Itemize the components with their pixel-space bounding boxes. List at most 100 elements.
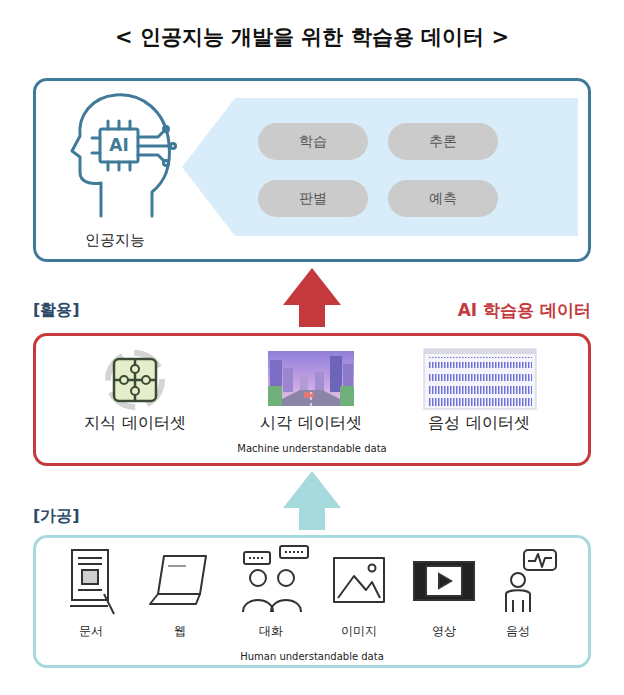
ai-head-icon-part [92, 152, 100, 155]
puzzle-icon-part [142, 376, 150, 384]
voice-person-icon-part [528, 554, 552, 567]
voice-person-icon-part [511, 573, 525, 587]
source-label: 대화 [259, 624, 283, 638]
ai-head-icon-part [129, 162, 132, 170]
function-pill: 추론 [388, 123, 498, 160]
document-icon-part [82, 570, 98, 584]
waveform-image-part [428, 383, 532, 394]
document-icon-part [78, 557, 102, 559]
diagram-title: < 인공지능 개발을 위한 학습용 데이터 > [115, 25, 509, 50]
waveform-image [424, 349, 536, 409]
ai-head-icon-part [107, 162, 110, 170]
puzzle-icon-part [131, 365, 139, 373]
source-label: 이미지 [341, 624, 377, 638]
laptop-icon-part [158, 556, 206, 594]
waveform-image-part [424, 349, 536, 354]
city-image-part [283, 368, 293, 392]
dataset-label: 지식 데이터셋 [84, 413, 185, 432]
source-label: 영상 [432, 624, 456, 638]
ai-head-icon-part [164, 127, 169, 132]
waveform-image-part [428, 396, 532, 407]
ai-head-icon-part [138, 155, 164, 161]
pill-label: 학습 [299, 133, 327, 150]
video-icon [414, 562, 474, 600]
document-icon-part [72, 550, 108, 600]
ai-head-icon-part [107, 121, 110, 129]
ai-head-icon-part [164, 161, 169, 166]
city-image-part [315, 372, 324, 392]
ai-head-icon-part [72, 95, 169, 216]
ai-head-icon [72, 95, 176, 216]
conversation-icon-part [285, 551, 303, 553]
ai-head-icon-part [171, 144, 176, 149]
pill-label: 추론 [429, 133, 457, 150]
data-note: Human understandable data [240, 651, 384, 663]
conversation-icon-part [244, 552, 270, 564]
section-heading: AI 학습용 데이터 [458, 300, 591, 320]
voice-person-icon-part [524, 550, 556, 570]
laptop-icon-part [150, 594, 200, 604]
ai-box: AI 인공지능 학습 추론판별 예측 [33, 78, 591, 262]
puzzle-icon [108, 353, 162, 407]
document-icon-part [104, 594, 114, 614]
ai-head-icon-part [100, 129, 138, 162]
city-image-part [300, 374, 308, 392]
conversation-icon [243, 546, 308, 612]
ai-head-icon-part [138, 131, 164, 137]
source-label: 웹 [174, 624, 186, 638]
laptop-icon [150, 556, 206, 604]
voice-person-icon-part [522, 600, 524, 612]
waveform-image-part [428, 370, 532, 381]
node-label: 인공지능 [85, 231, 145, 249]
conversation-icon-part [271, 600, 301, 612]
ai-head-icon-part [118, 121, 121, 129]
city-image-part [268, 351, 354, 406]
puzzle-icon-part [131, 387, 139, 395]
waveform-image-part [428, 357, 532, 368]
image-icon [334, 558, 384, 602]
image-icon-part [369, 565, 376, 572]
document-icon-part [78, 589, 102, 591]
city-image-part [340, 386, 354, 406]
conversation-icon-part [278, 570, 294, 586]
section-tag: [활용] [33, 300, 80, 319]
laptop-icon-part [168, 565, 186, 567]
video-icon-part [426, 566, 462, 596]
chevron-panel [182, 98, 578, 236]
video-icon-part [414, 562, 474, 600]
conversation-icon-part [249, 557, 265, 559]
ai-head-icon-part [138, 145, 170, 148]
function-pill: 학습 [258, 123, 368, 160]
chip-label: AI [109, 135, 128, 155]
puzzle-icon-part [114, 359, 156, 401]
pill-label: 판별 [299, 190, 327, 207]
block-arrow [283, 268, 341, 327]
data-note: Machine understandable data [237, 443, 386, 455]
ai-head-icon-part [118, 162, 121, 170]
function-pill: 판별 [258, 180, 368, 217]
dataset-label: 시각 데이터셋 [260, 413, 361, 432]
city-image-part [310, 392, 312, 406]
document-icon-part [78, 563, 102, 565]
voice-person-icon-part [506, 590, 530, 612]
function-pill: 예측 [388, 180, 498, 217]
raw-data-box: [가공]문서웹대화이미지영상음성Human understandable dat… [33, 535, 591, 668]
ai-head-icon-part [92, 137, 100, 140]
document-icon [70, 550, 114, 614]
image-icon-part [338, 576, 380, 598]
voice-person-icon-part [512, 600, 514, 612]
pill-label: 예측 [429, 190, 457, 207]
city-image [268, 351, 354, 406]
city-image-part [268, 386, 282, 406]
block-arrow [283, 471, 341, 530]
video-icon-part [439, 574, 451, 588]
source-label: 문서 [79, 624, 103, 638]
training-data-box: [활용]AI 학습용 데이터지식 데이터셋시각 데이터셋음성 데이터셋Machi… [33, 333, 591, 466]
section-tag: [가공] [33, 506, 80, 525]
puzzle-icon-part [108, 353, 162, 407]
conversation-icon-part [250, 570, 266, 586]
document-icon-part [70, 605, 108, 607]
waveform-image-part [424, 349, 536, 409]
